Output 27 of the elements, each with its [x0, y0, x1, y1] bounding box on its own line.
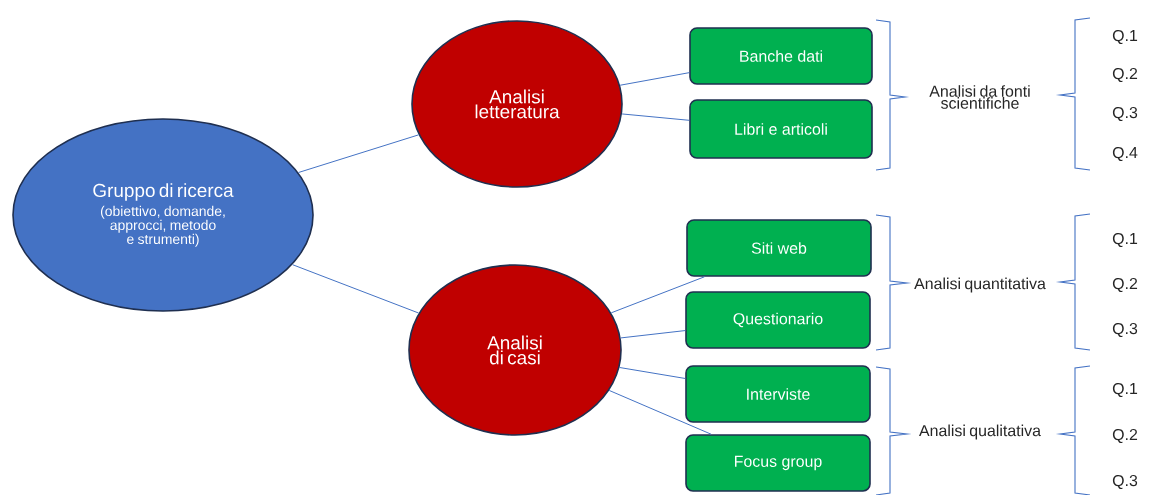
source-box: Interviste: [685, 365, 871, 423]
source-box: Libri e articoli: [689, 99, 873, 159]
group-label: Analisi da fonti scientifiche: [929, 85, 1030, 109]
question-label: Q.2: [1112, 67, 1138, 83]
connector-line: [621, 113, 690, 121]
connector-line: [620, 330, 686, 339]
question-label: Q.1: [1112, 382, 1138, 398]
source-box: Banche dati: [689, 27, 873, 85]
group-label: Analisi qualitativa: [919, 424, 1041, 440]
question-label: Q.4: [1112, 146, 1138, 162]
question-label: Q.2: [1112, 428, 1138, 444]
source-box: Focus group: [685, 434, 871, 492]
connector-line: [619, 367, 686, 379]
source-box: Siti web: [686, 219, 872, 277]
question-label: Q.1: [1112, 29, 1138, 45]
source-box: Questionario: [685, 291, 871, 349]
connector-line: [610, 276, 705, 314]
question-label: Q.3: [1112, 106, 1138, 122]
connector-line: [298, 134, 420, 173]
connector-line: [608, 389, 712, 435]
question-label: Q.2: [1112, 277, 1138, 293]
question-label: Q.3: [1112, 322, 1138, 338]
question-label: Q.3: [1112, 474, 1138, 490]
group-label: Analisi quantitativa: [914, 277, 1046, 293]
connector-line: [291, 264, 420, 314]
connector-line: [619, 72, 690, 86]
question-label: Q.1: [1112, 232, 1138, 248]
